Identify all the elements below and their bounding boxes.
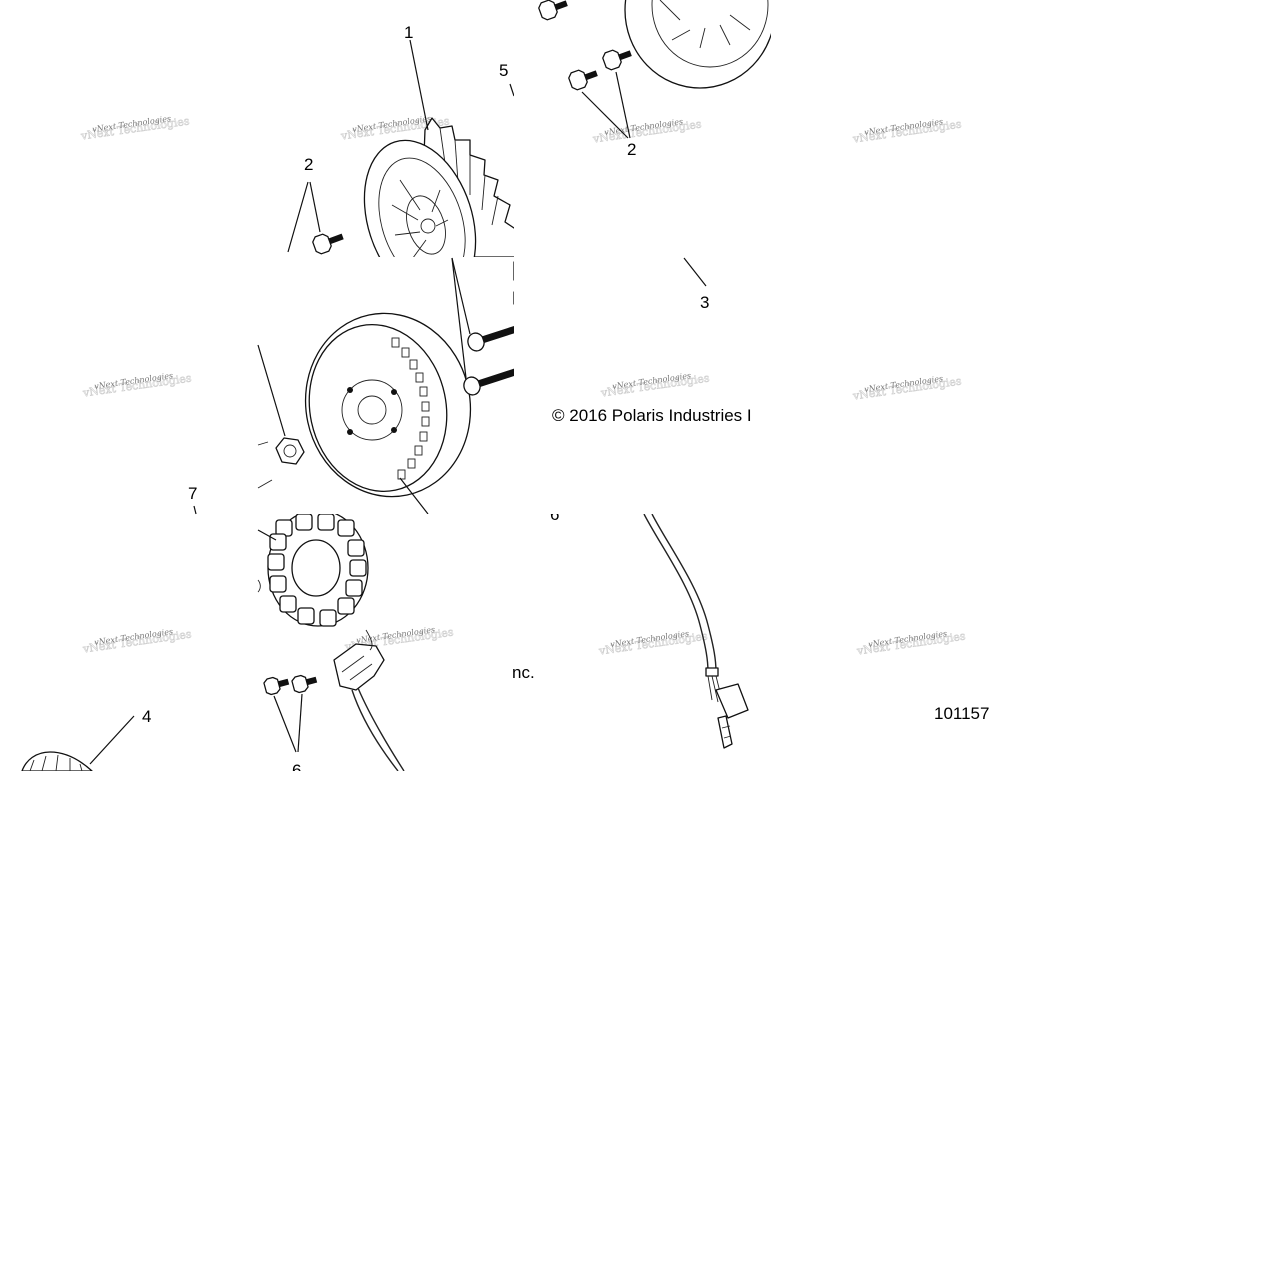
tile-middle-left: 7 — [188, 484, 197, 515]
socket-bolt-icon — [467, 324, 514, 352]
watermark: vNext Technologies vNext Technologies — [851, 117, 963, 146]
callout-1: 1 — [404, 23, 413, 42]
cooling-fan-part-2 — [624, 0, 771, 89]
watermark: vNext Technologies vNext Technologies — [79, 114, 191, 143]
flange-bolt-icon — [312, 233, 344, 255]
copyright-tail-text: nc. — [512, 663, 535, 682]
callout-5: 5 — [499, 61, 508, 80]
callout-7: 7 — [188, 484, 197, 503]
tile-bottom-center: 6 — [257, 514, 405, 780]
tile-bottom-right: 6 — [550, 505, 749, 749]
watermark: vNext Technologies vNext Technologies — [597, 629, 709, 658]
callout-6: 6 — [550, 505, 559, 524]
callout-6: 6 — [292, 761, 301, 780]
tile-middle-center — [257, 257, 514, 514]
watermark: vNext Technologies vNext Technologies — [855, 629, 967, 658]
cooling-fan-part-1 — [363, 117, 514, 257]
callout-3: 3 — [700, 293, 709, 312]
tile-middle-right: 3 © 2016 Polaris Industries I — [552, 257, 752, 425]
flange-bolt-icon — [602, 49, 632, 71]
starter-gear-part-4 — [21, 751, 93, 771]
watermark: vNext Technologies vNext Technologies — [599, 371, 711, 400]
watermark: vNext Technologies vNext Technologies — [81, 627, 193, 656]
tile-top-left: 2 1 5 — [287, 23, 514, 257]
callout-2: 2 — [627, 140, 636, 159]
watermark: vNext Technologies vNext Technologies — [81, 371, 193, 400]
callout-4: 4 — [142, 707, 151, 726]
flywheel-rotor — [304, 312, 472, 498]
wire-harness-connector — [643, 514, 749, 749]
watermark-layer: vNext Technologies vNext Technologies vN… — [79, 114, 967, 658]
tile-top-right: 2 — [538, 0, 771, 159]
figure-number: 101157 — [934, 704, 989, 723]
stator-assembly — [257, 514, 405, 771]
watermark: vNext Technologies vNext Technologies — [851, 374, 963, 403]
socket-bolt-icon — [463, 368, 514, 396]
flange-bolt-icon — [538, 0, 568, 21]
callout-2: 2 — [304, 155, 313, 174]
flange-bolt-icon — [263, 676, 290, 696]
watermark: vNext Technologies vNext Technologies — [591, 117, 703, 146]
flange-bolt-icon — [568, 69, 598, 91]
tile-bottom-left: 4 — [21, 707, 151, 771]
flywheel-nut-icon — [275, 437, 305, 465]
flange-bolt-icon — [291, 674, 318, 694]
copyright-text: © 2016 Polaris Industries I — [552, 406, 752, 425]
